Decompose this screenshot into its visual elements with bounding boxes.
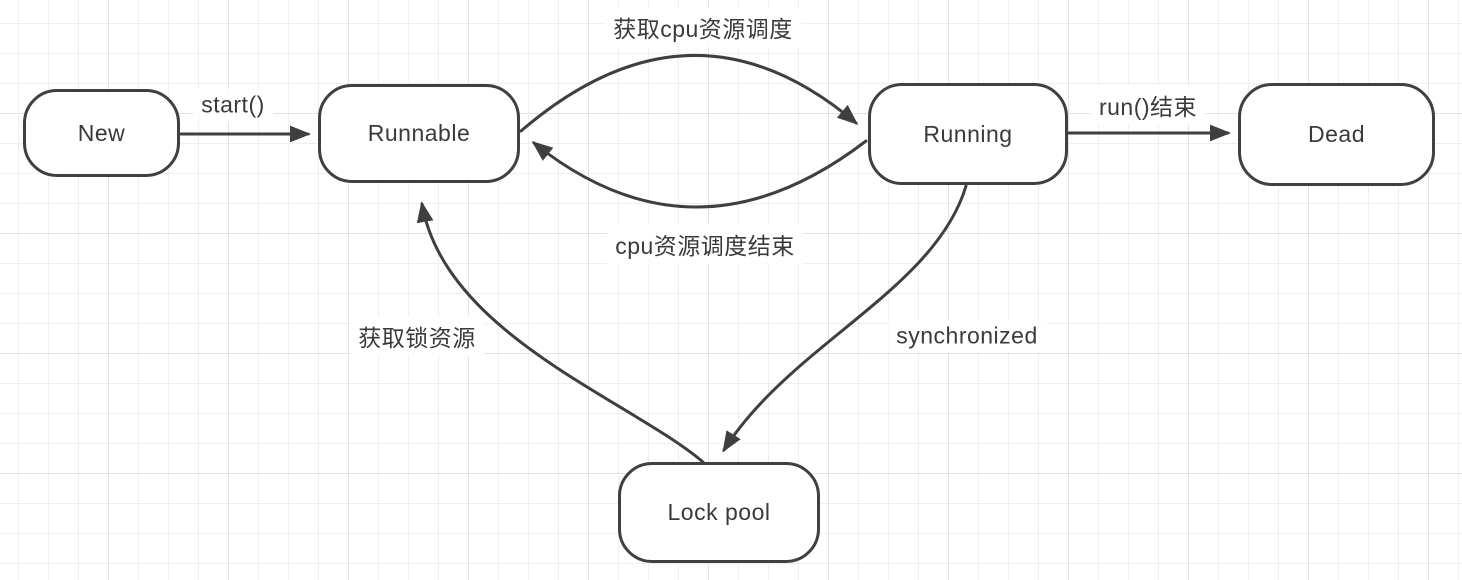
node-dead: Dead: [1238, 83, 1435, 186]
edge-lockpool-to-runnable: [416, 201, 705, 464]
node-running-label: Running: [923, 120, 1013, 147]
edge-runnable-to-running: [519, 53, 859, 133]
node-lock-pool-label: Lock pool: [667, 499, 771, 525]
node-runnable-label: Runnable: [367, 120, 471, 146]
edge-running-to-runnable: [531, 139, 868, 209]
edge-label-acquire-cpu: 获取cpu资源调度: [605, 7, 801, 47]
edge-label-cpu-schedule-end: cpu资源调度结束: [607, 224, 803, 264]
edge-running-to-lockpool: [722, 184, 968, 453]
node-lock-pool: Lock pool: [618, 462, 820, 563]
node-new-label: New: [77, 119, 126, 146]
node-dead-label: Dead: [1308, 121, 1365, 147]
edge-label-start: start(): [193, 88, 273, 122]
node-running: Running: [868, 83, 1068, 185]
edge-label-synchronized: synchronized: [888, 319, 1046, 353]
node-new: New: [23, 89, 180, 177]
edge-label-run-end: run()结束: [1090, 85, 1206, 125]
edge-label-acquire-lock: 获取锁资源: [350, 316, 484, 356]
node-runnable: Runnable: [318, 84, 520, 183]
